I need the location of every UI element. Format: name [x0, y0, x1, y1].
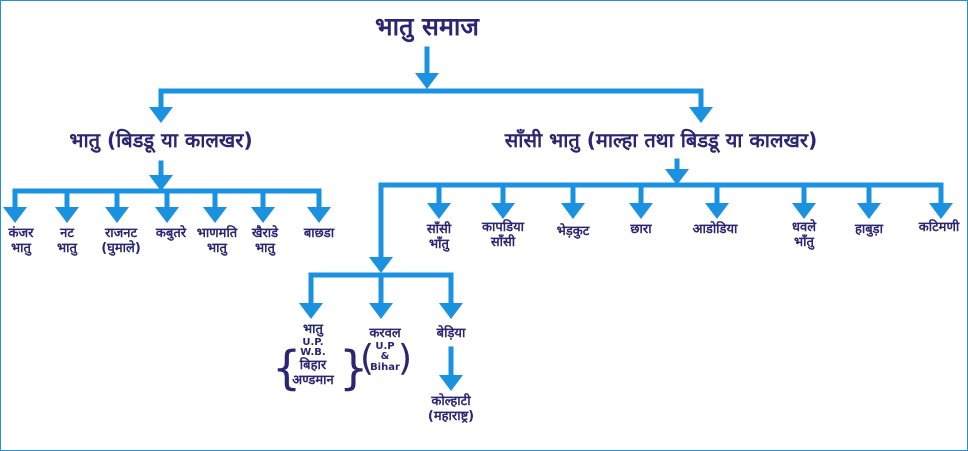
left-child-bhanmati: भाणमतिभातु: [196, 226, 238, 256]
arrow-head-53: [439, 375, 463, 391]
left-branch-title: भातु (बिडडू या कालखर): [69, 128, 253, 152]
arrow-head-51: [439, 303, 463, 319]
arrow-head-34: [629, 203, 653, 219]
right-child-chhara: छारा: [630, 222, 652, 237]
arrow-head-17: [155, 207, 179, 223]
left-paren: (: [360, 338, 375, 379]
arrow-head-47: [299, 303, 323, 319]
right-child-sansi-bhantu: साँसीभाँतु: [426, 222, 452, 252]
arrow-head-1: [415, 73, 439, 89]
arrow-head-4: [149, 107, 173, 123]
arrow-head-8: [149, 175, 173, 191]
arrow-head-49: [369, 303, 393, 319]
arrow-head-28: [427, 203, 451, 219]
right-paren: ): [398, 338, 413, 379]
arrow-head-25: [665, 169, 689, 185]
arrow-head-38: [792, 203, 816, 219]
left-child-khairade: खैराडेभातु: [251, 226, 279, 256]
right-branch-title: साँसी भातु (माल्हा तथा बिडडू या कालखर): [504, 128, 818, 152]
arrow-head-42: [929, 203, 953, 219]
arrow-head-15: [105, 207, 129, 223]
right-curly-brace: }: [339, 341, 369, 395]
arrow-head-40: [857, 203, 881, 219]
right-child-kapadiya-sansi: कापडियासाँसी: [482, 220, 524, 250]
sub-child-kolhati: कोल्हाटी (महाराष्ट्र): [427, 394, 475, 424]
root-label: भातु समाज: [375, 12, 479, 41]
arrow-head-32: [561, 203, 585, 219]
arrow-head-44: [369, 257, 393, 273]
arrow-head-11: [3, 207, 27, 223]
arrow-head-23: [307, 207, 331, 223]
right-child-dhavle-bhantu: धवलेभाँतु: [791, 220, 817, 250]
sub-child-bediya: बेड़िया: [436, 326, 466, 341]
left-curly-brace: {: [272, 341, 302, 395]
right-child-bhedkut: भेड़कुट: [556, 224, 590, 239]
right-child-habuda: हाबुड़ा: [854, 222, 884, 237]
arrow-head-13: [55, 207, 79, 223]
right-child-adodiya: आडोडिया: [692, 222, 738, 237]
left-child-kabutare: कबुतरे: [155, 226, 187, 241]
arrow-head-21: [251, 207, 275, 223]
arrow-head-36: [705, 203, 729, 219]
sub-child-bhatu: भातु U.P. W.B. बिहार अण्डमान: [292, 322, 334, 388]
left-child-bachhda: बाछडा: [303, 226, 335, 241]
right-child-katimani: कटिमणी: [918, 220, 960, 235]
arrow-head-30: [491, 203, 515, 219]
arrow-head-19: [203, 207, 227, 223]
sub-child-karwal: करवल U.P & Bihar: [369, 326, 401, 373]
arrow-head-6: [689, 107, 713, 123]
left-child-rajnat: राजनट(घुमाले): [101, 226, 141, 256]
